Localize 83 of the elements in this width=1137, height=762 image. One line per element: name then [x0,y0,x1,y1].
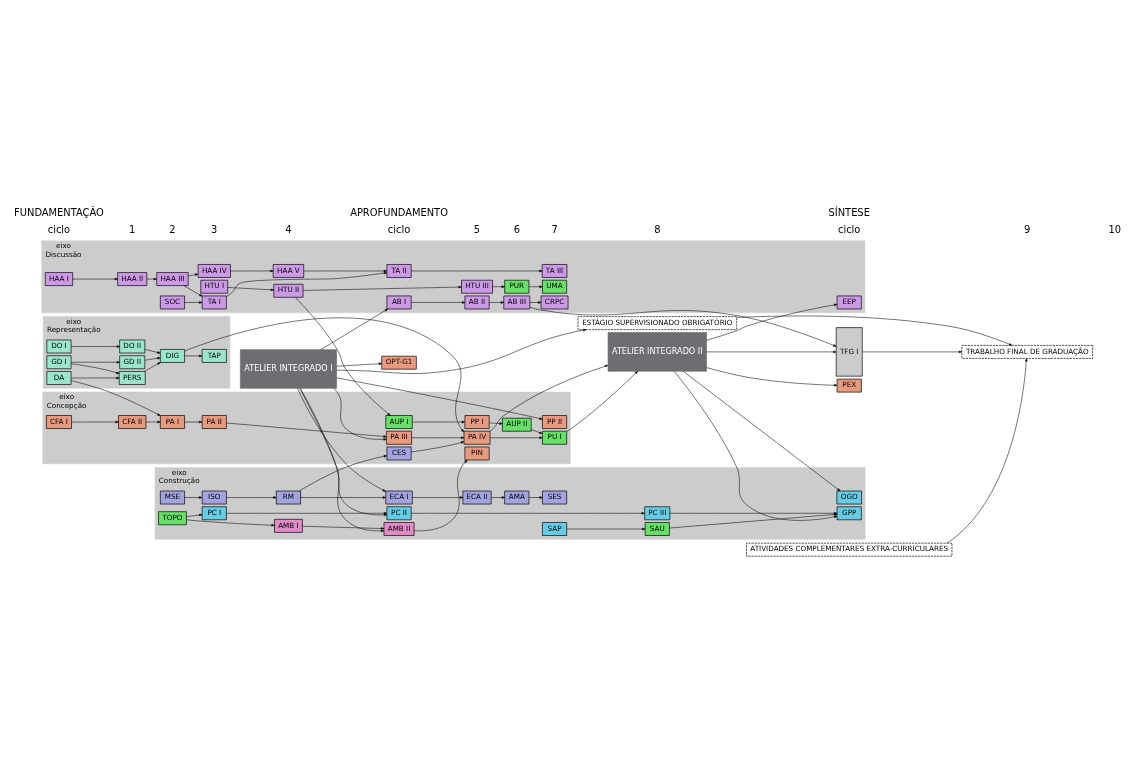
arrow [492,285,505,288]
label: SÍNTESE [828,206,870,218]
arrow [145,420,161,424]
arrow [410,269,543,273]
arrow [410,301,466,304]
arrow [528,496,543,499]
label: 9 [1024,223,1031,235]
arrow [144,349,161,354]
label: 10 [1108,223,1121,235]
arrow [302,285,462,291]
arrow [336,328,587,374]
arrow [411,441,465,453]
arrow [72,277,118,281]
arrow [71,420,119,424]
arrow [184,354,203,358]
label: 2 [169,223,176,235]
arrow [862,350,963,354]
arrow [333,388,387,441]
label: 5 [473,223,481,235]
label: 3 [211,223,218,235]
label: ciclo [47,223,71,235]
arrow [299,455,387,492]
arrow [144,357,161,361]
arrow [188,273,199,277]
arrow [410,512,645,515]
arrow [146,277,157,281]
arrow [320,308,388,350]
arrow [529,307,837,347]
arrow [566,371,638,432]
label: FUNDAMENTAÇÃO [14,206,104,218]
arrow [489,301,504,304]
arrow [682,370,841,492]
arrow [528,285,543,288]
label: 8 [654,223,661,235]
arrow [530,429,543,434]
arrow [946,358,1028,544]
label: 7 [551,223,558,235]
arrow [706,367,838,387]
arrow [70,345,120,348]
arrow [184,496,203,499]
arrow [226,512,388,515]
arrow [412,496,464,499]
arrow [70,376,120,380]
arrow [183,285,203,297]
arrow [297,388,386,492]
arrow [566,527,646,531]
arrow [184,420,203,424]
arrow [230,269,274,273]
arrow [302,526,385,530]
arrow [706,350,837,354]
arrow [411,436,465,439]
arrow [489,422,503,425]
node-box: ATELIER INTEGRADO I [240,349,337,389]
arrow [303,269,387,273]
arrow [226,422,387,438]
arrow [70,363,120,374]
arrow [184,301,203,304]
arrow [186,519,275,527]
arrow [336,377,543,420]
arrow [70,380,161,416]
arrow [736,315,1013,346]
arrow [227,287,275,292]
label: 1 [129,223,136,235]
label: 6 [513,223,520,235]
arrow [412,420,466,424]
arrow [413,459,468,532]
arrow [300,496,386,499]
label: 4 [285,223,292,235]
arrow [295,297,391,416]
node-box: ATELIER INTEGRADO II [607,332,707,372]
arrow [336,362,382,367]
arrow [144,362,161,372]
arrow [184,317,465,433]
arrow [491,496,505,499]
arrow [489,436,543,439]
arrow [529,301,542,304]
arrow [70,361,120,364]
label: ciclo [387,223,411,235]
arrow [706,303,838,341]
arrow [186,513,203,517]
label: APROFUNDAMENTO [350,206,448,218]
label: ciclo [838,223,861,235]
arrow [226,496,277,499]
